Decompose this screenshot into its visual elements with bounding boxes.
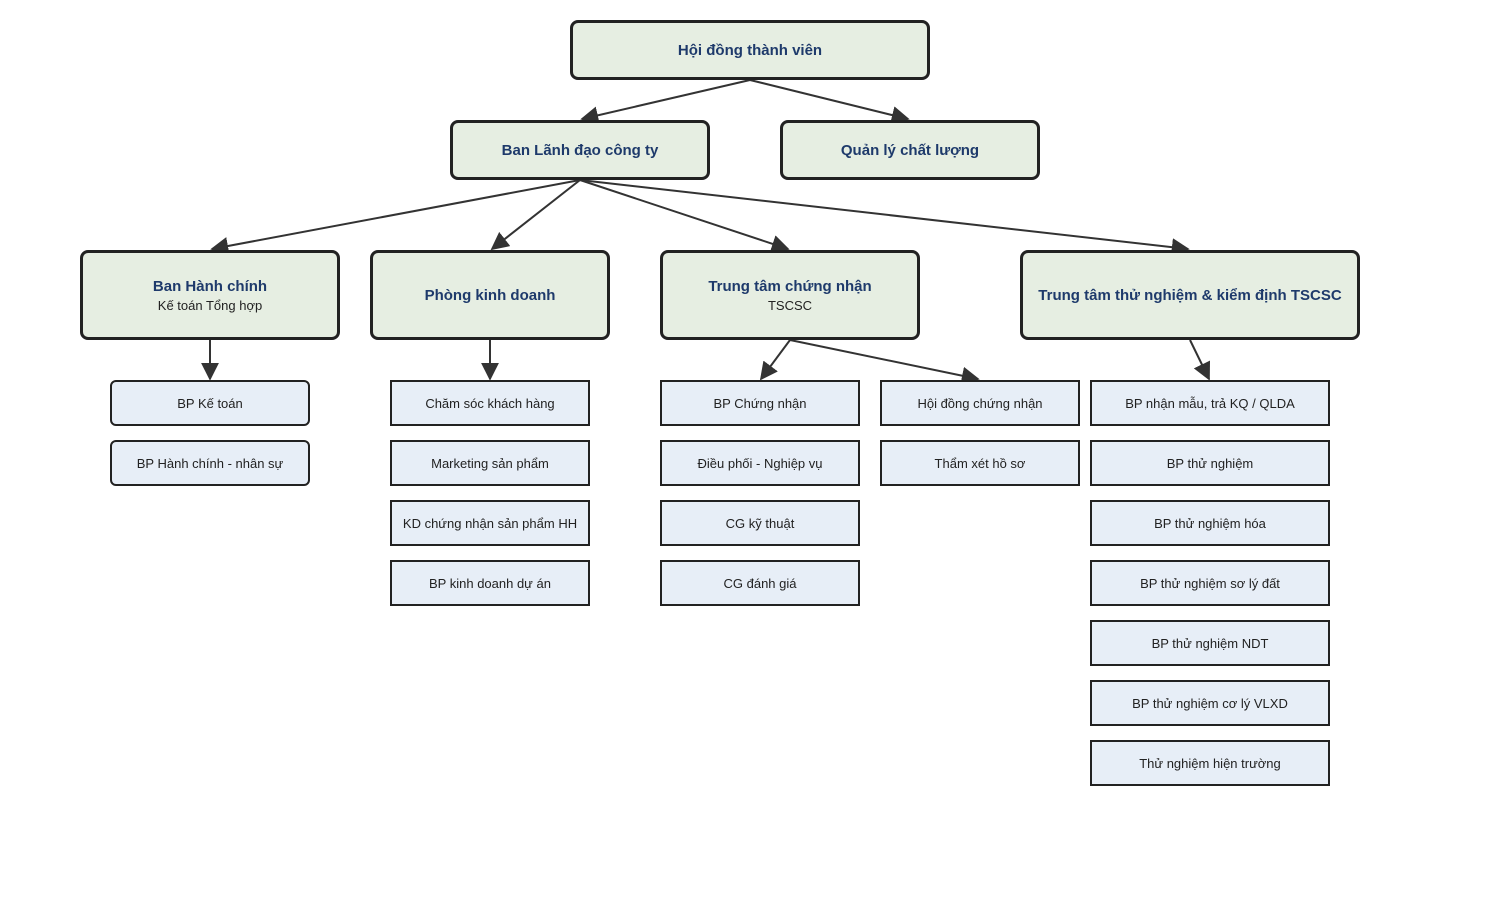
sales-unit-label: KD chứng nhận sản phẩm HH [402, 515, 578, 531]
connector-cert-to-left-units [759, 339, 791, 381]
cert-unit-box: Điều phối - Nghiệp vụ [660, 440, 860, 486]
cert-unit-box: CG kỹ thuật [660, 500, 860, 546]
test-unit-box: BP thử nghiệm sơ lý đất [1090, 560, 1330, 606]
admin-unit-label: BP Kế toán [177, 395, 243, 411]
node-sales: Phòng kinh doanh [370, 250, 610, 340]
node-sales-label: Phòng kinh doanh [424, 286, 556, 304]
connector-leadership-to-sales [490, 179, 581, 251]
cert-unit-label: CG đánh giá [723, 575, 797, 591]
node-admin-sublabel: Kế toán Tổng hợp [157, 297, 263, 313]
test-unit-label: BP thử nghiệm hóa [1154, 515, 1266, 531]
node-cert-center: Trung tâm chứng nhận TSCSC [660, 250, 920, 340]
test-unit-label: BP thử nghiệm NDT [1151, 635, 1269, 651]
test-unit-label: BP thử nghiệm [1166, 455, 1254, 471]
cert-unit-label: CG kỹ thuật [725, 515, 795, 531]
connector-board-to-leadership [580, 79, 751, 125]
node-cert-center-label: Trung tâm chứng nhận [708, 277, 872, 295]
node-admin-label: Ban Hành chính [152, 277, 268, 295]
cert-council-unit-box: Thẩm xét hồ sơ [880, 440, 1080, 486]
cert-unit-label: BP Chứng nhận [713, 395, 807, 411]
node-board: Hội đồng thành viên [570, 20, 930, 80]
test-unit-box: BP thử nghiệm cơ lý VLXD [1090, 680, 1330, 726]
admin-unit-box: BP Kế toán [110, 380, 310, 426]
test-unit-box: BP thử nghiệm NDT [1090, 620, 1330, 666]
test-unit-box: BP thử nghiệm [1090, 440, 1330, 486]
node-test-center: Trung tâm thử nghiệm & kiểm định TSCSC [1020, 250, 1360, 340]
connector-leadership-to-test [579, 179, 1190, 257]
connector-cert-to-right-units [789, 339, 980, 385]
admin-unit-box: BP Hành chính - nhân sự [110, 440, 310, 486]
node-admin: Ban Hành chính Kế toán Tổng hợp [80, 250, 340, 340]
test-unit-box: BP thử nghiệm hóa [1090, 500, 1330, 546]
test-unit-label: Thử nghiệm hiện trường [1139, 755, 1281, 771]
node-cert-center-sublabel: TSCSC [767, 297, 813, 313]
node-quality: Quản lý chất lượng [780, 120, 1040, 180]
admin-unit-label: BP Hành chính - nhân sự [136, 455, 284, 471]
sales-unit-label: BP kinh doanh dự án [429, 575, 551, 591]
connector-board-to-quality [749, 79, 910, 124]
cert-council-unit-label: Thẩm xét hồ sơ [934, 455, 1026, 471]
test-unit-box: Thử nghiệm hiện trường [1090, 740, 1330, 786]
sales-unit-label: Marketing sản phẩm [431, 455, 549, 471]
cert-council-unit-label: Hội đồng chứng nhận [917, 395, 1043, 411]
cert-council-unit-box: Hội đồng chứng nhận [880, 380, 1080, 426]
sales-unit-box: Chăm sóc khách hàng [390, 380, 590, 426]
sales-unit-box: Marketing sản phẩm [390, 440, 590, 486]
sales-unit-label: Chăm sóc khách hàng [425, 395, 555, 411]
node-leadership-label: Ban Lãnh đạo công ty [501, 141, 659, 159]
sales-unit-box: KD chứng nhận sản phẩm HH [390, 500, 590, 546]
node-leadership: Ban Lãnh đạo công ty [450, 120, 710, 180]
cert-unit-box: BP Chứng nhận [660, 380, 860, 426]
connector-leadership-to-cert [579, 179, 790, 253]
node-test-center-label: Trung tâm thử nghiệm & kiểm định TSCSC [1038, 286, 1342, 304]
test-unit-label: BP thử nghiệm sơ lý đất [1140, 575, 1280, 591]
node-board-label: Hội đồng thành viên [677, 41, 823, 59]
test-unit-box: BP nhận mẫu, trả KQ / QLDA [1090, 380, 1330, 426]
test-unit-label: BP thử nghiệm cơ lý VLXD [1132, 695, 1288, 711]
connector-leadership-to-admin [210, 179, 581, 255]
cert-unit-label: Điều phối - Nghiệp vụ [697, 455, 823, 471]
test-unit-label: BP nhận mẫu, trả KQ / QLDA [1125, 395, 1295, 411]
connector-test-to-units [1189, 339, 1210, 381]
sales-unit-box: BP kinh doanh dự án [390, 560, 590, 606]
cert-unit-box: CG đánh giá [660, 560, 860, 606]
node-quality-label: Quản lý chất lượng [840, 141, 980, 159]
